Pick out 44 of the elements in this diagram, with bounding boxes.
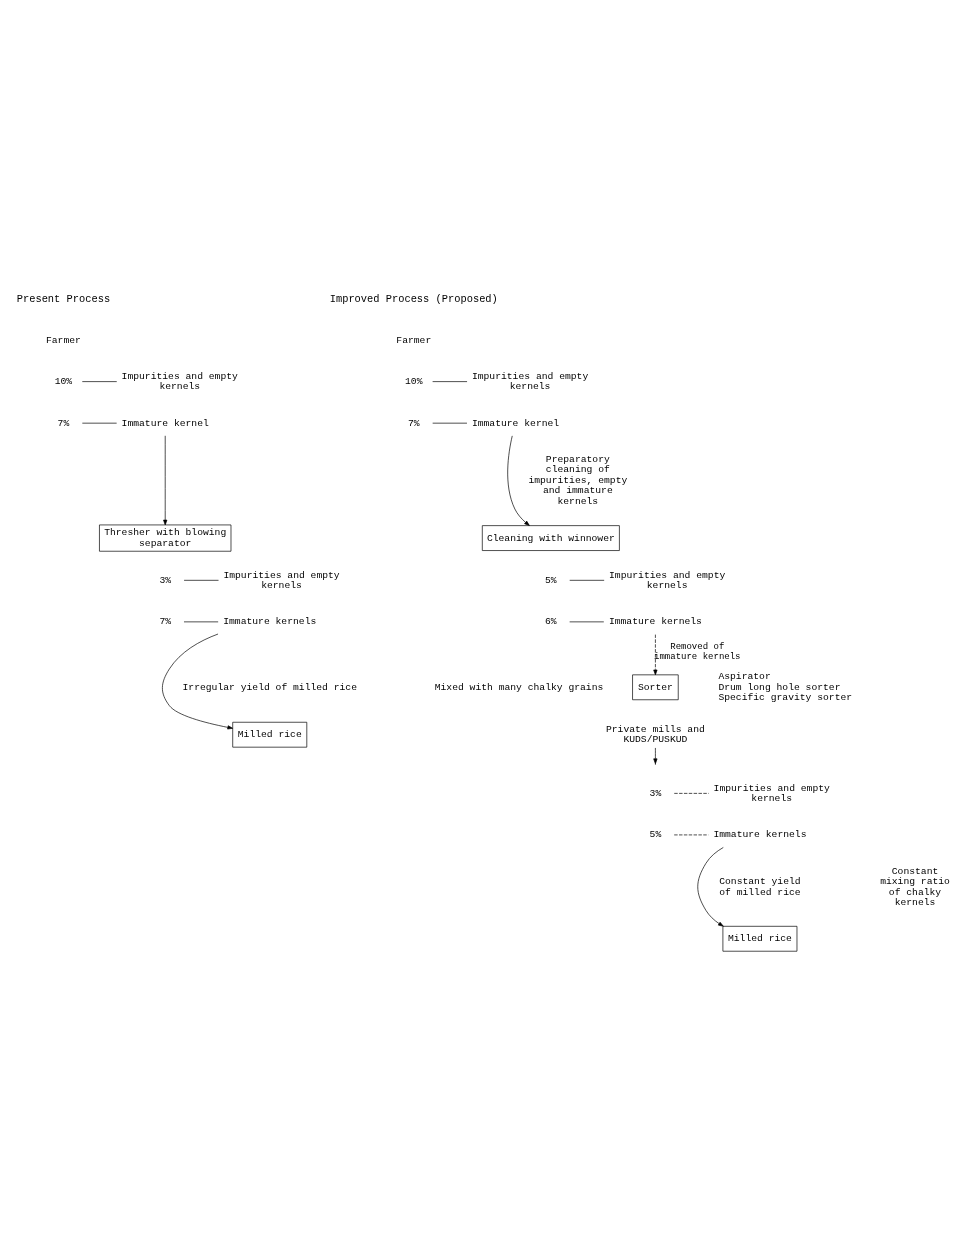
- node-text: 7%: [407, 417, 420, 429]
- node-text: 3%: [159, 574, 172, 586]
- node-text: 7%: [57, 417, 70, 429]
- node-text: Immature kernels: [713, 829, 807, 841]
- node-text: Private mills and KUDS/PUSKUD: [605, 724, 705, 746]
- node-text: 5%: [545, 574, 557, 586]
- node-text: 7%: [159, 616, 172, 628]
- node-text: 6%: [545, 616, 557, 628]
- label: Constant yield of milled rice: [719, 876, 801, 898]
- arrow: [163, 435, 168, 526]
- node-label: Aspirator: [718, 671, 771, 683]
- node-text: Immature kernels: [608, 616, 702, 628]
- node-text: Immature kernel: [471, 417, 560, 429]
- node-box: Cleaning with winnower: [481, 525, 620, 551]
- label: Constant mixing ratio of chalky kernels: [880, 865, 950, 908]
- node-text: Immature kernels: [223, 616, 317, 628]
- arrow: [162, 633, 233, 730]
- label: Preparatory cleaning of impurities, empty and immature kernels: [528, 454, 628, 507]
- node-box: Sorter: [632, 674, 679, 701]
- node-text: 10%: [54, 376, 73, 388]
- label: Mixed with many chalky grains: [434, 681, 604, 693]
- edge-label: Removed of immature kernels: [654, 642, 741, 662]
- node-text: 3%: [649, 787, 662, 799]
- node-text: Impurities and empty kernels: [471, 370, 589, 393]
- node-text: 5%: [649, 829, 662, 841]
- label: Farmer: [45, 334, 81, 346]
- node-box: Thresher with blowing separator: [99, 524, 232, 552]
- node-text: Impurities and empty kernels: [223, 569, 340, 592]
- node-text: 10%: [405, 376, 423, 388]
- node-label: Drum long hole sorter: [718, 681, 841, 693]
- node-text: Impurities and empty kernels: [713, 782, 830, 805]
- arrow: [507, 435, 530, 526]
- label: Irregular yield of milled rice: [182, 681, 357, 693]
- node-box: Milled rice: [722, 925, 798, 952]
- node-text: Immature kernel: [121, 417, 209, 429]
- node-label: Specific gravity sorter: [718, 692, 853, 704]
- node-box: Milled rice: [232, 721, 308, 748]
- label: Present Process: [16, 292, 111, 305]
- arrow: [653, 634, 658, 676]
- label: Farmer: [396, 334, 432, 346]
- node-text: Impurities and empty kernels: [609, 569, 726, 592]
- arrow: [697, 847, 724, 927]
- node-text: Impurities and empty kernels: [121, 370, 238, 393]
- label: Improved Process (Proposed): [329, 292, 498, 305]
